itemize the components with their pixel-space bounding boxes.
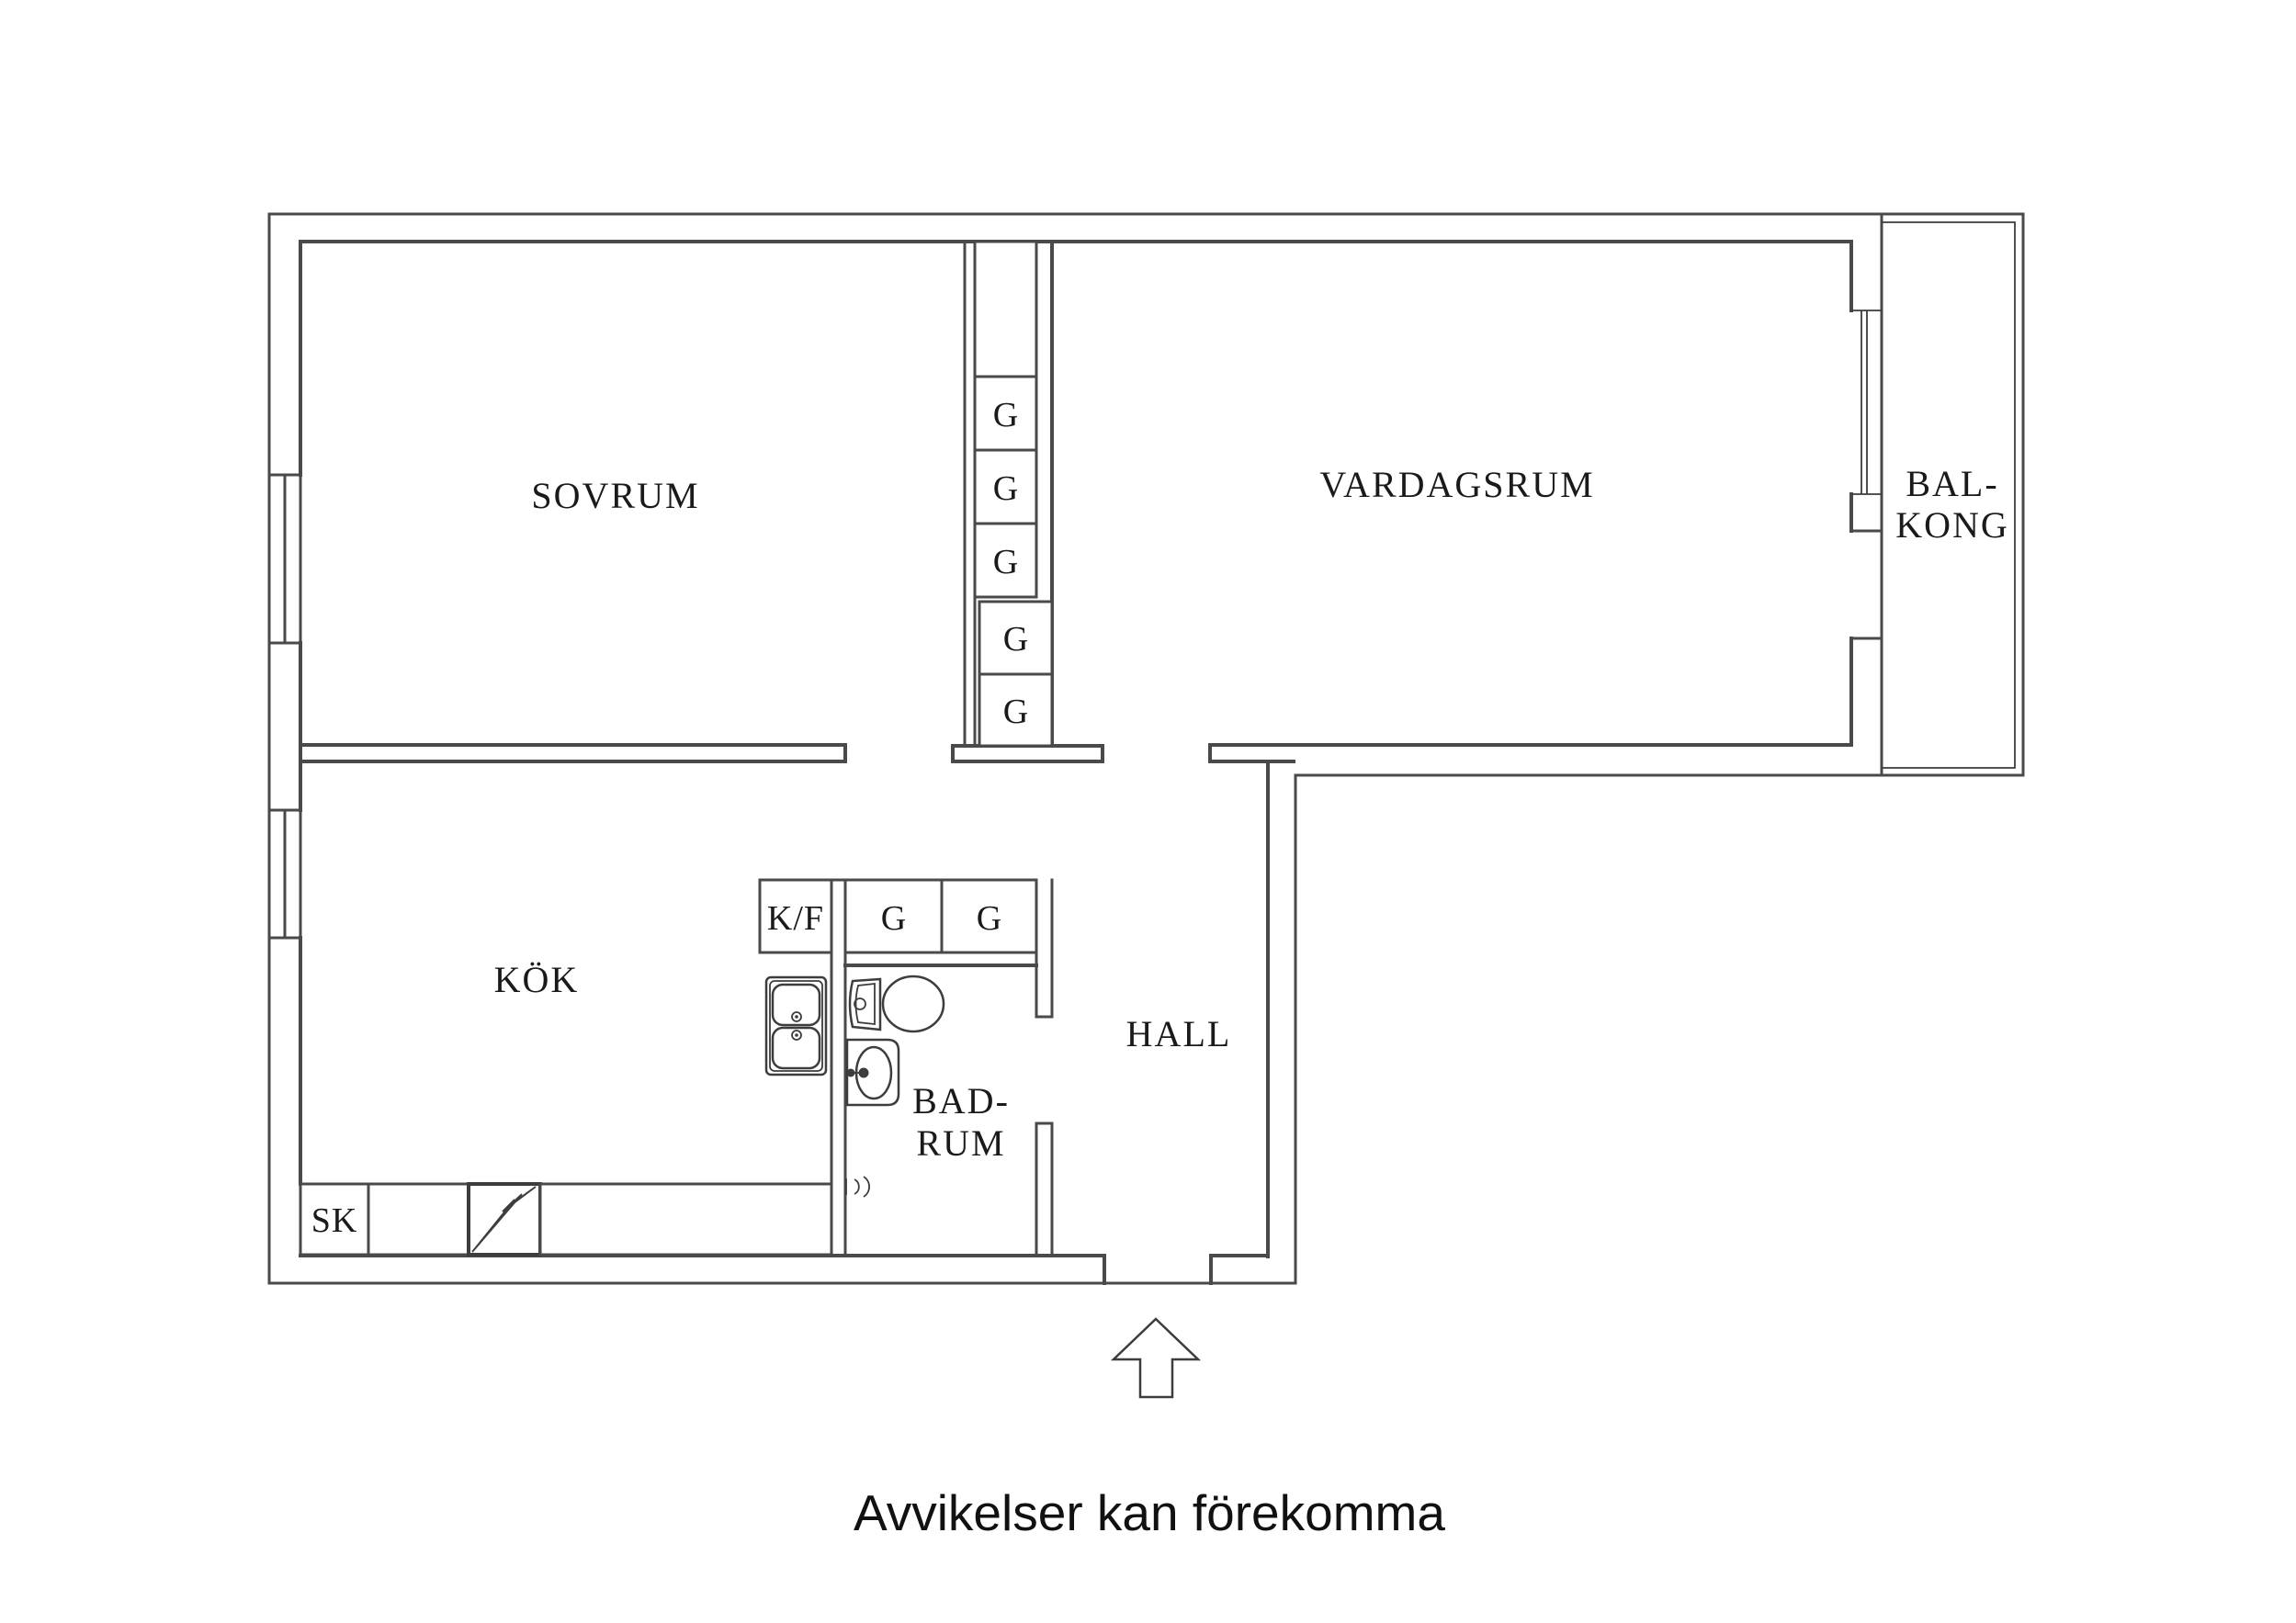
bedroom-right-wall bbox=[963, 240, 977, 747]
wardrobe-column: G G G G G bbox=[973, 240, 1054, 748]
bedroom-window-icon bbox=[267, 473, 302, 645]
wardrobe-box bbox=[973, 375, 1038, 452]
wardrobe-box bbox=[940, 878, 1038, 954]
tap-dot bbox=[846, 1068, 855, 1077]
kitchen-bathroom-wall bbox=[830, 878, 847, 1257]
bedroom-kitchen-wall bbox=[299, 743, 847, 763]
sink-basin bbox=[771, 983, 821, 1027]
wardrobe-label: G bbox=[993, 543, 1019, 581]
balcony-inner-border bbox=[1882, 221, 2016, 769]
sink-basin bbox=[771, 1026, 821, 1070]
kitchen-label: KÖK bbox=[494, 959, 580, 1000]
kitchen-sink-icon bbox=[764, 975, 828, 1076]
entrance-direction-arrow-icon bbox=[1110, 1317, 1202, 1399]
floor-drain-icon bbox=[845, 1176, 870, 1198]
sink-unit-inner bbox=[769, 980, 823, 1072]
drain-dot bbox=[795, 1033, 798, 1037]
wardrobe-box bbox=[978, 600, 1054, 676]
bathroom-label-line1: BAD- bbox=[912, 1080, 1010, 1121]
closet-box bbox=[299, 1182, 370, 1257]
floor-drain-arcs bbox=[845, 1176, 870, 1198]
balcony-door-opening bbox=[1849, 529, 1883, 640]
wardrobe-box bbox=[843, 878, 944, 954]
livingroom-window-icon bbox=[1851, 310, 1882, 495]
toilet-flush-button bbox=[854, 997, 866, 1010]
bathroom-sink-icon bbox=[845, 1038, 900, 1107]
closet-bench-row: SK bbox=[299, 1182, 833, 1257]
wardrobe-label: G bbox=[993, 469, 1019, 508]
bathroom-label-line2: RUM bbox=[916, 1122, 1005, 1164]
apartment-outer-boundary bbox=[267, 212, 2025, 1285]
fridge-freezer-box bbox=[758, 878, 833, 954]
livingroom-label: VARDAGSRUM bbox=[1319, 464, 1594, 505]
bedroom-label: SOVRUM bbox=[531, 475, 699, 516]
kitchen-storage-row: K/F G G bbox=[758, 878, 1038, 954]
wardrobe-label: G bbox=[1003, 693, 1029, 731]
bathroom-right-wall bbox=[1035, 878, 1054, 1257]
tap-dot bbox=[858, 1067, 869, 1078]
wardrobe-label: G bbox=[881, 899, 907, 938]
toilet-bowl bbox=[881, 975, 945, 1033]
wardrobe-label: G bbox=[993, 396, 1019, 434]
wardrobe-column-cap bbox=[951, 744, 1104, 763]
livingroom-bottom-wall bbox=[1208, 743, 1853, 763]
toilet-tank-inner bbox=[854, 982, 876, 1026]
electrical-cabinet-lightning-icon bbox=[471, 1186, 537, 1253]
drain-dot bbox=[795, 1015, 798, 1019]
wardrobe-box bbox=[973, 448, 1038, 525]
inner-walls bbox=[299, 240, 1883, 1285]
toilet-icon bbox=[848, 975, 945, 1033]
bottom-wall-inner bbox=[299, 1254, 1270, 1285]
wardrobe-box bbox=[973, 522, 1038, 599]
drain-icon bbox=[791, 1030, 802, 1041]
hall-label: HALL bbox=[1126, 1013, 1232, 1054]
disclaimer-text: Avvikelser kan förekomma bbox=[854, 1484, 1445, 1541]
room-labels: SOVRUM VARDAGSRUM BAL- KONG KÖK HALL BAD… bbox=[494, 463, 2009, 1164]
outer-walls bbox=[267, 212, 2025, 1285]
windows bbox=[267, 310, 1882, 940]
bench-box bbox=[538, 1182, 833, 1257]
balcony-label-line2: KONG bbox=[1895, 504, 2009, 546]
kitchen-window-icon bbox=[267, 808, 302, 940]
bench-box bbox=[367, 1182, 470, 1257]
wardrobe-box bbox=[978, 672, 1054, 748]
drain-icon bbox=[791, 1011, 802, 1022]
wardrobe-label: G bbox=[1003, 620, 1029, 659]
wardrobe-label: G bbox=[977, 899, 1002, 938]
closet-label: SK bbox=[311, 1201, 358, 1240]
fridge-freezer-label: K/F bbox=[767, 899, 824, 938]
balcony-label-line1: BAL- bbox=[1906, 463, 1998, 504]
closet-box-empty bbox=[973, 240, 1038, 378]
